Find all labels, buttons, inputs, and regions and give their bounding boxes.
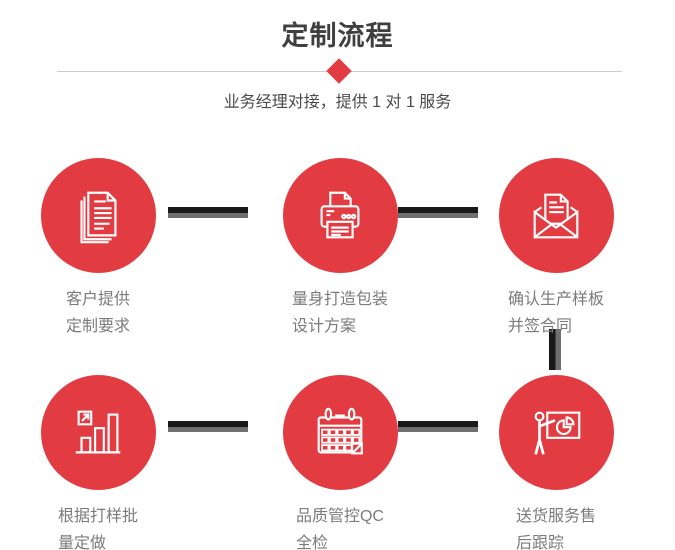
connector-step4-step5 xyxy=(168,421,248,432)
step-5: 品质管控QC 全检 xyxy=(260,375,420,550)
step-2: 量身打造包装 设计方案 xyxy=(260,158,420,340)
step-1: 客户提供 定制要求 xyxy=(18,158,178,340)
printer-icon xyxy=(320,191,360,238)
page-title: 定制流程 xyxy=(281,21,394,51)
diamond-accent-icon xyxy=(326,58,352,84)
step-2-label: 量身打造包装 设计方案 xyxy=(291,291,388,335)
step-1-circle xyxy=(40,158,156,273)
connector-step3-step6 xyxy=(549,329,561,370)
page-subtitle: 业务经理对接，提供 1 对 1 服务 xyxy=(223,94,452,111)
step-3-circle xyxy=(498,158,614,273)
step-2-circle xyxy=(282,158,398,273)
step-4-label: 根据打样批 量定做 xyxy=(57,508,138,550)
calendar-icon xyxy=(317,407,363,454)
bar-chart-icon xyxy=(75,410,121,453)
step-3: 确认生产样板 并签合同 xyxy=(476,158,636,340)
step-1-label: 客户提供 定制要求 xyxy=(65,291,130,335)
connector-step5-step6 xyxy=(398,421,478,432)
presentation-icon xyxy=(534,411,581,455)
step-6-circle xyxy=(498,375,614,490)
step-6-label: 送货服务售 后跟踪 xyxy=(515,508,596,550)
step-4-circle xyxy=(40,375,156,490)
connector-step1-step2 xyxy=(168,207,248,218)
documents-icon xyxy=(80,191,117,243)
connector-step2-step3 xyxy=(398,207,478,218)
step-6: 送货服务售 后跟踪 xyxy=(476,375,636,550)
step-5-label: 品质管控QC 全检 xyxy=(295,508,384,550)
envelope-icon xyxy=(533,193,579,238)
step-4: 根据打样批 量定做 xyxy=(18,375,178,550)
step-3-label: 确认生产样板 并签合同 xyxy=(507,291,604,335)
step-5-circle xyxy=(282,375,398,490)
